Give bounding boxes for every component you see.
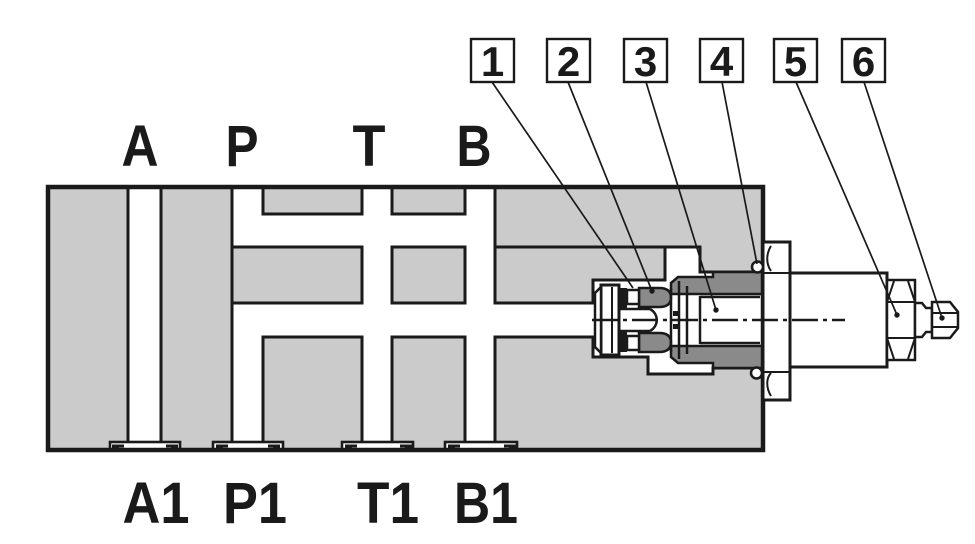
callout-box-5 bbox=[772, 37, 819, 84]
locknut bbox=[930, 300, 960, 340]
port-label-b: B bbox=[457, 114, 492, 179]
callout-number-1: 1 bbox=[481, 38, 504, 85]
port-label-p: P bbox=[226, 114, 259, 179]
port-label-p1: P1 bbox=[223, 471, 287, 536]
callouts: 1 2 3 4 5 6 bbox=[469, 37, 887, 85]
upper-o-ring bbox=[750, 260, 765, 274]
lower-seal-band bbox=[669, 344, 764, 370]
port-label-t: T bbox=[353, 114, 386, 179]
port-label-t1: T1 bbox=[357, 471, 419, 536]
leader-lines bbox=[491, 81, 945, 321]
callout-number-4: 4 bbox=[710, 38, 734, 85]
lower-o-ring bbox=[749, 366, 764, 380]
sleeve-detail bbox=[673, 324, 678, 329]
lower-gland-seal bbox=[637, 331, 673, 354]
hex-chamfers bbox=[886, 280, 916, 360]
callout-box-3 bbox=[622, 37, 669, 84]
leader-line-1 bbox=[491, 81, 634, 289]
flange-arc bbox=[766, 245, 772, 397]
block-segment bbox=[390, 245, 467, 305]
leader-line-3 bbox=[645, 81, 717, 311]
port-label-a: A bbox=[122, 114, 159, 179]
block-segment bbox=[493, 245, 667, 305]
upper-gland-seal bbox=[637, 286, 673, 309]
block-segment bbox=[261, 335, 364, 452]
leader-dot bbox=[649, 288, 655, 294]
adjuster-hex bbox=[885, 278, 917, 362]
block-segment bbox=[230, 245, 364, 305]
square-seal bbox=[625, 334, 641, 352]
leader-dot bbox=[894, 312, 900, 318]
callout-box-4 bbox=[698, 37, 745, 84]
callout-box-2 bbox=[545, 37, 592, 84]
seal-groove-hooks bbox=[112, 444, 516, 450]
retainer-bar bbox=[619, 288, 627, 309]
adjuster-stem bbox=[913, 301, 934, 339]
cartridge-seals bbox=[637, 270, 764, 370]
leader-line-5 bbox=[795, 81, 898, 316]
block-segment bbox=[46, 185, 130, 452]
block-segment bbox=[159, 185, 234, 452]
callout-number-6: 6 bbox=[852, 38, 875, 85]
block-segment bbox=[390, 185, 467, 216]
callout-number-3: 3 bbox=[634, 38, 657, 85]
callout-number-5: 5 bbox=[784, 38, 807, 85]
port-labels-top: A P T B bbox=[122, 114, 492, 179]
sleeve-bore-lines bbox=[698, 295, 760, 345]
leader-dot bbox=[939, 315, 945, 321]
flange-facet-lines bbox=[763, 272, 790, 373]
square-seal bbox=[625, 288, 641, 306]
leader-line-2 bbox=[567, 81, 653, 292]
sleeve-detail bbox=[673, 311, 678, 316]
callout-number-2: 2 bbox=[557, 38, 580, 85]
port-label-b1: B1 bbox=[454, 471, 518, 536]
port-label-a1: A1 bbox=[123, 471, 190, 536]
port-seal-grooves bbox=[108, 440, 519, 452]
leader-line-4 bbox=[721, 81, 758, 265]
port-labels-bottom: A1 P1 T1 B1 bbox=[123, 471, 519, 536]
locknut-facet-lines bbox=[932, 312, 958, 328]
upper-seal-band bbox=[669, 270, 764, 296]
callout-box-1 bbox=[469, 37, 516, 84]
leader-line-6 bbox=[863, 81, 943, 319]
callout-box-6 bbox=[840, 37, 887, 84]
retainer-bar bbox=[619, 331, 627, 352]
leader-dot bbox=[713, 307, 719, 313]
block-segment bbox=[261, 185, 364, 216]
block-segment bbox=[390, 335, 467, 452]
